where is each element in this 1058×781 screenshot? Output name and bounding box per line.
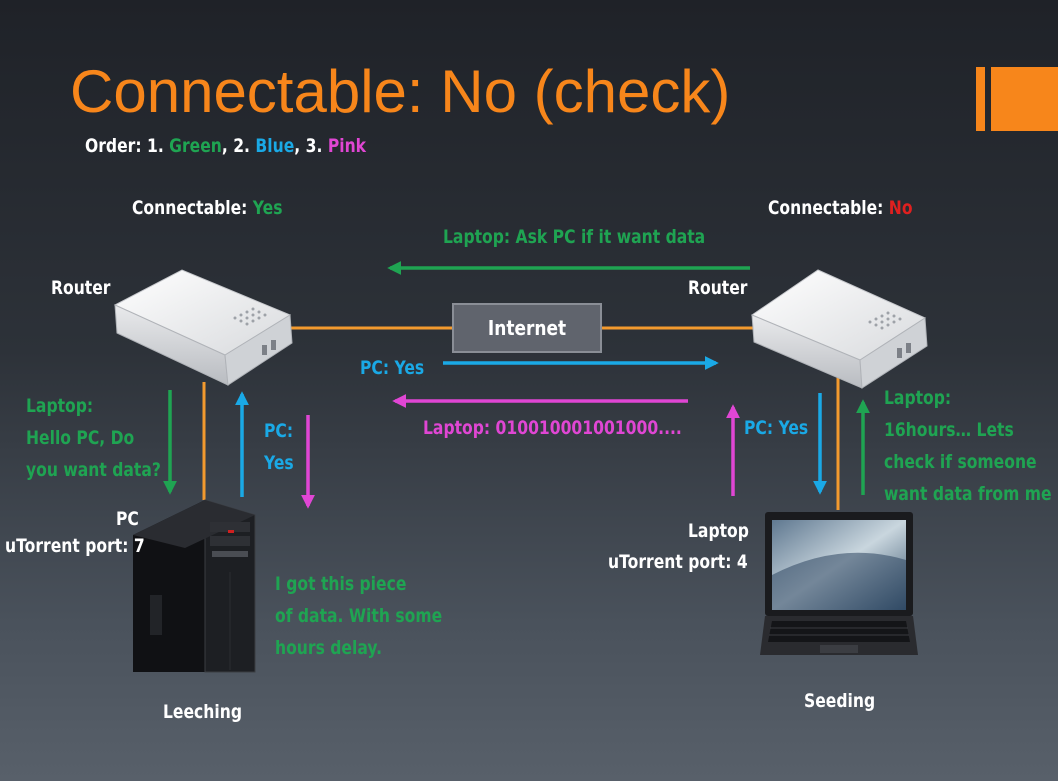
left-connectable-value: Yes bbox=[252, 197, 283, 219]
msg-laptop-16h: Laptop: 16hours… Lets check if someone w… bbox=[884, 382, 1058, 510]
internet-box: Internet bbox=[452, 303, 602, 353]
order-blue: Blue bbox=[255, 135, 295, 157]
msg-got-piece: I got this piece of data. With some hour… bbox=[275, 568, 479, 664]
accent-bar-thick bbox=[991, 67, 1058, 131]
router-right bbox=[750, 269, 928, 389]
msg-laptop-16h-line-4: want data from me bbox=[884, 483, 1052, 505]
msg-pc-yes-left: PC: Yes bbox=[264, 415, 300, 479]
order-sep-1: , 2. bbox=[221, 135, 256, 157]
msg-pc-yes-left-line-2: Yes bbox=[264, 452, 294, 474]
msg-pc-yes-right: PC: Yes bbox=[744, 417, 809, 439]
leeching-label: Leeching bbox=[163, 701, 242, 723]
right-connectable-label: Connectable: bbox=[768, 197, 889, 219]
msg-got-piece-line-2: of data. With some bbox=[275, 605, 443, 627]
msg-laptop-hello: Laptop: Hello PC, Do you want data? bbox=[26, 390, 191, 486]
pc-label: PC bbox=[116, 508, 139, 530]
accent-bar-thin bbox=[976, 67, 985, 131]
msg-got-piece-line-3: hours delay. bbox=[275, 637, 383, 659]
seeding-label: Seeding bbox=[804, 690, 876, 712]
left-connectable: Connectable: Yes bbox=[132, 192, 283, 224]
laptop-port-label: uTorrent port: 4 bbox=[608, 551, 748, 573]
msg-laptop-hello-line-2: Hello PC, Do bbox=[26, 427, 135, 449]
right-connectable-value: No bbox=[888, 197, 913, 219]
left-router-label: Router bbox=[51, 277, 111, 299]
msg-laptop-hello-line-1: Laptop: bbox=[26, 395, 94, 417]
laptop-label: Laptop bbox=[688, 520, 749, 542]
msg-got-piece-line-1: I got this piece bbox=[275, 573, 407, 595]
arrows bbox=[163, 261, 870, 509]
pc-port-label: uTorrent port: 7 bbox=[5, 535, 145, 557]
laptop bbox=[760, 512, 918, 655]
msg-laptop-hello-line-3: you want data? bbox=[26, 459, 161, 481]
order-green: Green bbox=[169, 135, 222, 157]
slide-title: Connectable: No (check) bbox=[70, 58, 731, 125]
msg-pc-yes-left-line-1: PC: bbox=[264, 420, 294, 442]
msg-laptop-data: Laptop: 010010001001000.... bbox=[423, 417, 682, 439]
cables bbox=[202, 326, 840, 510]
order-pink: Pink bbox=[327, 135, 367, 157]
right-router-label: Router bbox=[688, 277, 748, 299]
left-connectable-label: Connectable: bbox=[132, 197, 253, 219]
order-sep-2: , 3. bbox=[294, 135, 328, 157]
msg-laptop-16h-line-3: check if someone bbox=[884, 451, 1037, 473]
msg-laptop-ask: Laptop: Ask PC if it want data bbox=[443, 226, 706, 248]
order-legend: Order: 1. Green, 2. Blue, 3. Pink bbox=[85, 130, 366, 162]
order-prefix: Order: 1. bbox=[85, 135, 170, 157]
msg-pc-yes-mid: PC: Yes bbox=[360, 357, 425, 379]
right-connectable: Connectable: No bbox=[768, 192, 913, 224]
msg-laptop-16h-line-2: 16hours… Lets bbox=[884, 419, 1014, 441]
router-left bbox=[113, 269, 293, 386]
msg-laptop-16h-line-1: Laptop: bbox=[884, 387, 952, 409]
pc-tower bbox=[133, 499, 256, 673]
internet-label: Internet bbox=[487, 316, 567, 340]
